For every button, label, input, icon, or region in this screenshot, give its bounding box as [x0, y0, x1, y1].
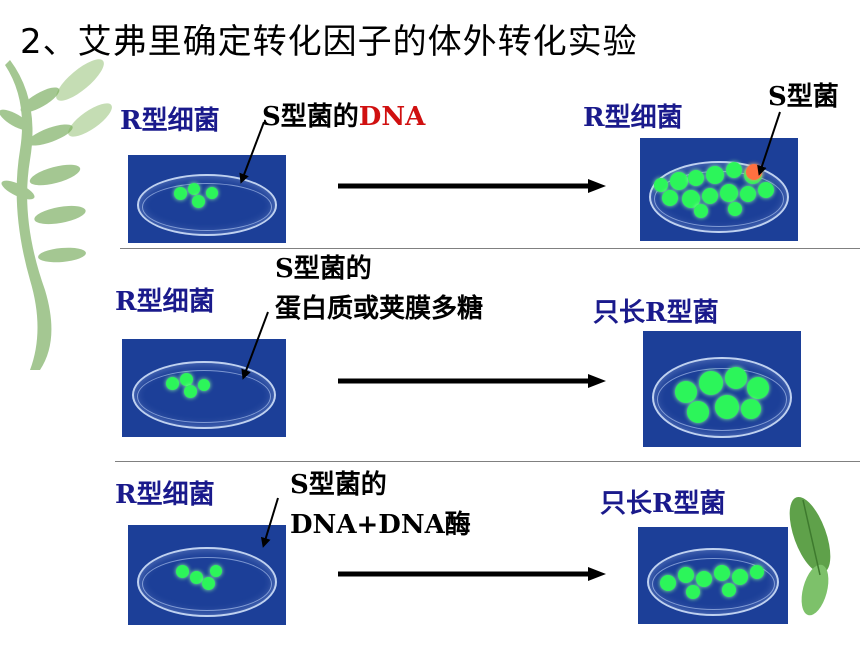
- row2-left-label: R型细菌: [115, 287, 215, 317]
- green-leaf-decoration: [789, 497, 831, 616]
- row1-s-strain-pointer-arrow: [757, 111, 781, 176]
- row1-added-line1: S型菌的: [262, 102, 359, 132]
- divider-2: [115, 461, 860, 462]
- row2-added-line1: S型菌的: [275, 254, 372, 284]
- row3-pointer-arrow: [260, 497, 279, 548]
- row2-result-label: 只长R型菌: [593, 298, 719, 328]
- row1-pointer-arrow: [239, 121, 265, 184]
- row1-left-label: R型细菌: [120, 106, 220, 136]
- row2-left-dish: [122, 339, 286, 437]
- row3-left-dish: [128, 525, 286, 625]
- row3-left-label: R型细菌: [115, 480, 215, 510]
- row1-process-arrowhead: [588, 179, 606, 193]
- row2-process-arrowhead: [588, 374, 606, 388]
- row3-result-label: 只长R型菌: [600, 489, 726, 519]
- slide-title: 2、艾弗里确定转化因子的体外转化实验: [20, 22, 638, 62]
- row2-right-dish: [643, 331, 801, 447]
- row2-added-line2: 蛋白质或荚膜多糖: [275, 294, 484, 324]
- row3-right-dish: [638, 527, 788, 624]
- divider-1: [120, 248, 860, 249]
- row1-left-dish: [128, 155, 286, 243]
- row3-added-line1: S型菌的: [290, 470, 387, 500]
- fern-leaves-decoration: [0, 59, 112, 370]
- row1-added-label: S型菌的DNA: [262, 102, 425, 133]
- row1-result-label: R型细菌: [583, 103, 683, 133]
- row1-added-line2: DNA: [358, 102, 426, 132]
- row3-process-arrowhead: [588, 567, 606, 581]
- row3-added-line2: DNA+DNA酶: [290, 510, 471, 540]
- row2-pointer-arrow: [241, 311, 269, 380]
- row1-s-strain-label: S型菌: [768, 82, 839, 112]
